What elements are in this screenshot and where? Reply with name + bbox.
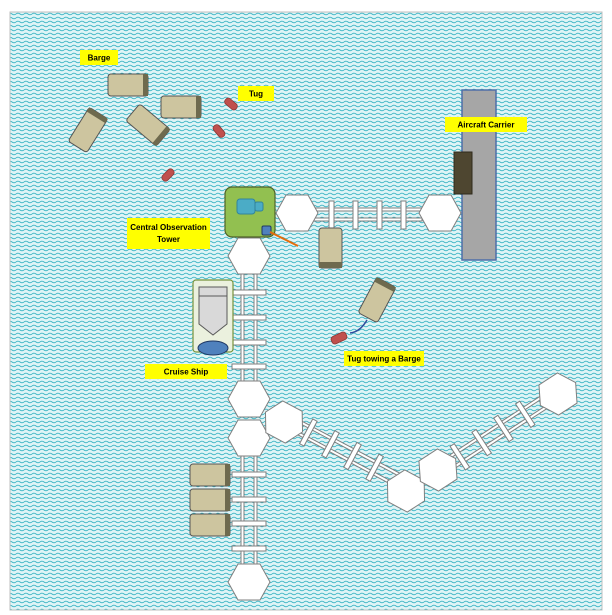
label-aircraft-carrier: Aircraft Carrier bbox=[445, 117, 527, 132]
barge-moored-tower bbox=[318, 227, 343, 269]
cruise-ship-pool bbox=[197, 340, 229, 356]
label-tug-towing-barge: Tug towing a Barge bbox=[344, 351, 424, 366]
label-barge: Barge bbox=[80, 50, 118, 65]
central-observation-tower bbox=[224, 186, 299, 247]
barge-2 bbox=[160, 95, 202, 119]
towing-tug bbox=[330, 331, 348, 345]
bridge-vertical-upper bbox=[231, 271, 267, 385]
tug-1 bbox=[224, 97, 238, 111]
svg-text:Aircraft Carrier: Aircraft Carrier bbox=[458, 121, 515, 130]
barge-1 bbox=[107, 73, 149, 97]
svg-text:Tug towing a Barge: Tug towing a Barge bbox=[347, 355, 421, 364]
bridge-diagonal-southeast bbox=[288, 416, 402, 488]
svg-text:Cruise Ship: Cruise Ship bbox=[164, 368, 209, 377]
tower-antenna-box bbox=[261, 225, 272, 236]
tower-camera-unit bbox=[236, 198, 256, 215]
barge-moored-south-3 bbox=[189, 513, 231, 537]
cruise-ship bbox=[192, 279, 234, 356]
tug-2 bbox=[212, 124, 226, 138]
label-central-observation-tower: Central Observation Tower bbox=[127, 218, 210, 249]
svg-text:Tower: Tower bbox=[157, 235, 180, 244]
tug-towing-barge bbox=[330, 277, 397, 345]
frame-border bbox=[9, 11, 603, 611]
label-tug: Tug bbox=[238, 86, 274, 101]
label-cruise-ship: Cruise Ship bbox=[145, 364, 227, 379]
carrier-island bbox=[453, 151, 473, 195]
svg-text:Barge: Barge bbox=[88, 54, 111, 63]
barge-moored-south-2 bbox=[189, 488, 231, 512]
svg-text:Tug: Tug bbox=[249, 90, 263, 99]
svg-text:Central Observation: Central Observation bbox=[130, 223, 207, 232]
barge-moored-south-1 bbox=[189, 463, 231, 487]
tug-3 bbox=[161, 168, 175, 182]
